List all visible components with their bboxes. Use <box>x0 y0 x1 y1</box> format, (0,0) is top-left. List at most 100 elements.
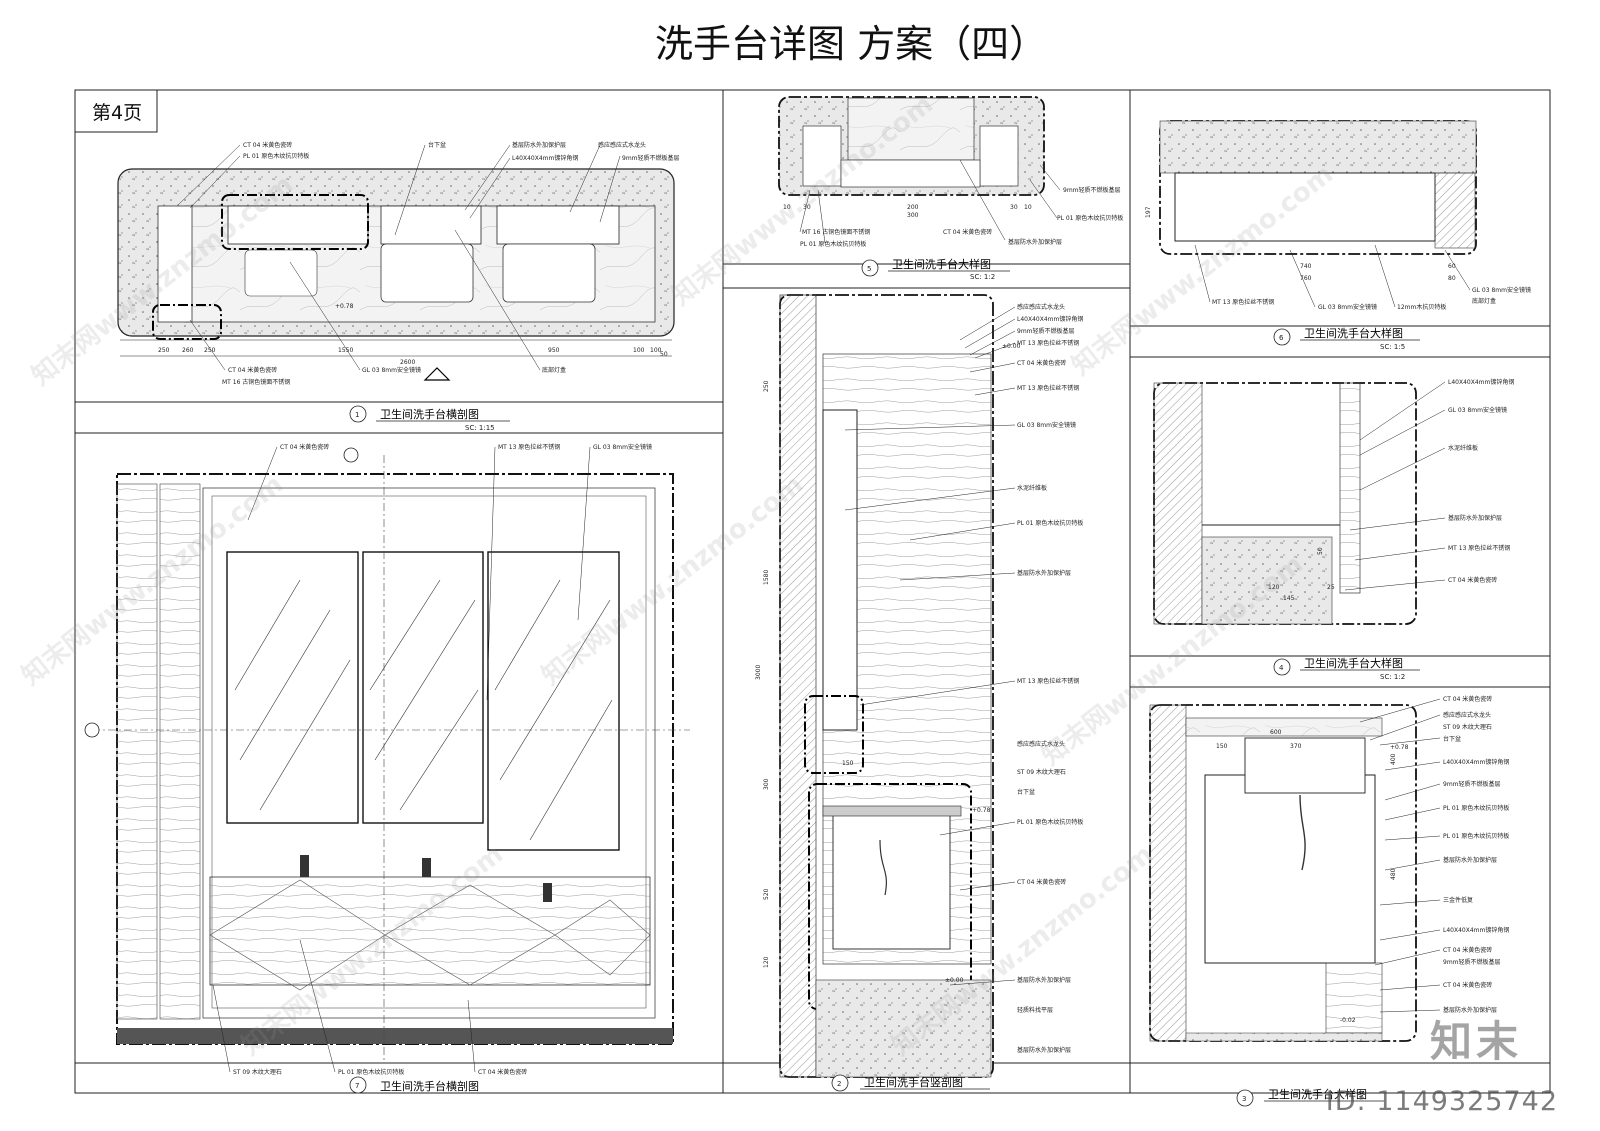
page-tag-box <box>74 89 158 133</box>
d2-callout-st09: ST 09 木纹大理石 <box>1017 768 1066 776</box>
d7-callout-ct04: CT 04 米黄色瓷砖 <box>280 443 329 451</box>
section-marker-icon <box>423 367 451 381</box>
d5-callout-pl01: PL 01 原色木纹抗贝特板 <box>800 240 866 248</box>
d3-callout-waterproof: 基层防水外加保护层 <box>1443 856 1497 864</box>
d6-callout-gl03: GL 03 8mm安全镜镜 <box>1318 303 1377 311</box>
d4-callout-gl03: GL 03 8mm安全镜镜 <box>1448 406 1507 414</box>
d6-callout-mt13: MT 13 原色拉丝不锈钢 <box>1212 298 1274 306</box>
d3-callout-angle: L40X40X4mm镀锌角钢 <box>1443 758 1509 766</box>
d4-callout-waterproof: 基层防水外加保护层 <box>1448 514 1502 522</box>
d6-number: 6 <box>1279 334 1284 342</box>
d1-title: 卫生间洗手台横剖图 <box>380 407 479 421</box>
d2-level-top: ±0.00 <box>1002 343 1021 350</box>
d5-dim-2: 200 <box>907 204 919 211</box>
d3-dim-0: 600 <box>1270 729 1282 736</box>
image-id: ID: 1149325742 <box>1325 1086 1558 1117</box>
d7-callout-st09: ST 09 木纹大理石 <box>233 1068 282 1076</box>
d4-number: 4 <box>1279 664 1284 672</box>
brand-logo: 知末 <box>1429 1017 1522 1066</box>
d5-callout-waterproof: 基层防水外加保护层 <box>1008 238 1062 246</box>
d4-callout-angle: L40X40X4mm镀锌角钢 <box>1448 378 1514 386</box>
d4-dim-1: 145 <box>1283 595 1295 602</box>
drawing-3-detail: CT 04 米黄色瓷砖 感应感应式水龙头 ST 09 木纹大理石 台下盆 L40… <box>1149 695 1509 1107</box>
d2-callout-ct04: CT 04 米黄色瓷砖 <box>1017 359 1066 367</box>
d2-dim-3: 300 <box>763 778 770 790</box>
d3-callout-board9: 9mm轻质不燃板基层 <box>1443 780 1501 788</box>
d1-callout-ct04-b: CT 04 米黄色瓷砖 <box>228 366 277 374</box>
drawing-6-detail: MT 13 原色拉丝不锈钢 GL 03 8mm安全镜镜 12mm木抗贝特板 GL… <box>1145 120 1531 351</box>
d1-callout-basin: 台下盆 <box>428 141 446 149</box>
d3-callout-ct04: CT 04 米黄色瓷砖 <box>1443 695 1492 703</box>
d2-level-counter: +0.78 <box>972 807 991 814</box>
d1-callout-pl01: PL 01 原色木纹抗贝特板 <box>243 152 309 160</box>
d2-callout-pl01: PL 01 原色木纹抗贝特板 <box>1017 519 1083 527</box>
d6-dim-2: 60 <box>1448 263 1456 270</box>
d2-callout-waterproof: 基层防水外加保护层 <box>1017 569 1071 577</box>
d2-callout-faucet-b: 感应感应式水龙头 <box>1017 740 1065 748</box>
d3-callout-board9-b: 9mm轻质不燃板基层 <box>1443 958 1501 966</box>
d6-dim-4: 197 <box>1145 206 1152 218</box>
d1-dim-1: 260 <box>182 347 194 354</box>
d3-callout-pl01: PL 01 原色木纹抗贝特板 <box>1443 804 1509 812</box>
d5-title: 卫生间洗手台大样图 <box>892 257 991 271</box>
d6-dim-0: 740 <box>1300 263 1312 270</box>
d5-number: 5 <box>867 265 871 273</box>
d1-dim-3: 1550 <box>338 347 353 354</box>
d2-callout-board9: 9mm轻质不燃板基层 <box>1017 327 1075 335</box>
d3-callout-waterproof-b: 基层防水外加保护层 <box>1443 1006 1497 1014</box>
d4-callout-cement: 水泥纤维板 <box>1448 444 1478 452</box>
d3-callout-ct04-b: CT 04 米黄色瓷砖 <box>1443 946 1492 954</box>
d1-level: +0.78 <box>335 303 354 310</box>
d4-callout-ct04: CT 04 米黄色瓷砖 <box>1448 576 1497 584</box>
d7-callout-mt13: MT 13 原色拉丝不锈钢 <box>498 443 560 451</box>
d6-title: 卫生间洗手台大样图 <box>1304 326 1403 340</box>
d5-callout-board9: 9mm轻质不燃板基层 <box>1063 186 1121 194</box>
d1-callout-waterproof: 基层防水外加保护层 <box>512 141 566 149</box>
d2-level-floor: ±0.00 <box>945 977 964 984</box>
d5-callout-pl01-b: PL 01 原色木纹抗贝特板 <box>1057 214 1123 222</box>
d3-callout-stool: 三金件低复 <box>1443 896 1473 904</box>
d6-dim-1: 760 <box>1300 275 1312 282</box>
d2-dim-6: 150 <box>842 760 854 767</box>
d3-title: 卫生间洗手台大样图 <box>1268 1087 1367 1101</box>
d3-level-floor: -0.02 <box>1340 1017 1356 1024</box>
page-tag: 第4页 <box>92 102 142 124</box>
drawing-1-plan: CT 04 米黄色瓷砖 PL 01 原色木纹抗贝特板 台下盆 基层防水外加保护层… <box>117 141 680 432</box>
d6-callout-gl03-b: GL 03 8mm安全镜镜 <box>1472 286 1531 294</box>
d1-callout-gl03: GL 03 8mm安全镜镜 <box>362 366 421 374</box>
d4-callout-mt13: MT 13 原色拉丝不锈钢 <box>1448 544 1510 552</box>
d6-scale: SC: 1:5 <box>1380 343 1405 351</box>
d3-callout-pl01-b: PL 01 原色木纹抗贝特板 <box>1443 832 1509 840</box>
d2-callout-pl01-b: PL 01 原色木纹抗贝特板 <box>1017 818 1083 826</box>
d5-dim-3: 30 <box>1010 204 1018 211</box>
drawing-2-vertical-section: 感应感应式水龙头 L40X40X4mm镀锌角钢 9mm轻质不燃板基层 MT 13… <box>755 294 1083 1092</box>
d4-scale: SC: 1:2 <box>1380 673 1405 681</box>
d1-dim-0: 250 <box>158 347 170 354</box>
d5-dim-5: 300 <box>907 212 919 219</box>
d2-callout-waterproof-b: 基层防水外加保护层 <box>1017 976 1071 984</box>
d5-dim-0: 10 <box>783 204 791 211</box>
d3-callout-angle-b: L40X40X4mm镀锌角钢 <box>1443 926 1509 934</box>
d2-callout-basin: 台下盆 <box>1017 788 1035 796</box>
d2-callout-mt13-c: MT 13 原色拉丝不锈钢 <box>1017 677 1079 685</box>
d2-callout-cement: 水泥纤维板 <box>1017 484 1047 492</box>
d1-callout-faucet: 感应感应式水龙头 <box>598 141 646 149</box>
d1-callout-angle: L40X40X4mm镀锌角钢 <box>512 154 578 162</box>
drawing-4-detail: L40X40X4mm镀锌角钢 GL 03 8mm安全镜镜 水泥纤维板 基层防水外… <box>1153 378 1514 681</box>
d2-dim-5: 120 <box>763 956 770 968</box>
d2-dim-2: 3000 <box>755 665 762 680</box>
d5-callout-mt16: MT 16 古铜色镜面不锈钢 <box>802 228 870 236</box>
d5-callout-ct04: CT 04 米黄色瓷砖 <box>943 228 992 236</box>
d2-callout-mt13-b: MT 13 原色拉丝不锈钢 <box>1017 384 1079 392</box>
d4-dim-2: 25 <box>1327 584 1335 591</box>
sheet-title: 洗手台详图 方案（四） <box>655 22 1047 66</box>
d1-dim-total: 2600 <box>400 359 415 366</box>
d4-dim-3: 50 <box>1317 547 1324 555</box>
d6-dim-3: 80 <box>1448 275 1456 282</box>
d2-dim-4: 520 <box>763 888 770 900</box>
drawing-7-elevation: CT 04 米黄色瓷砖 MT 13 原色拉丝不锈钢 GL 03 8mm安全镜镜 … <box>84 443 690 1094</box>
d2-callout-mt13: MT 13 原色拉丝不锈钢 <box>1017 339 1079 347</box>
d3-callout-st09: ST 09 木纹大理石 <box>1443 723 1492 731</box>
d1-scale: SC: 1:15 <box>465 424 495 432</box>
